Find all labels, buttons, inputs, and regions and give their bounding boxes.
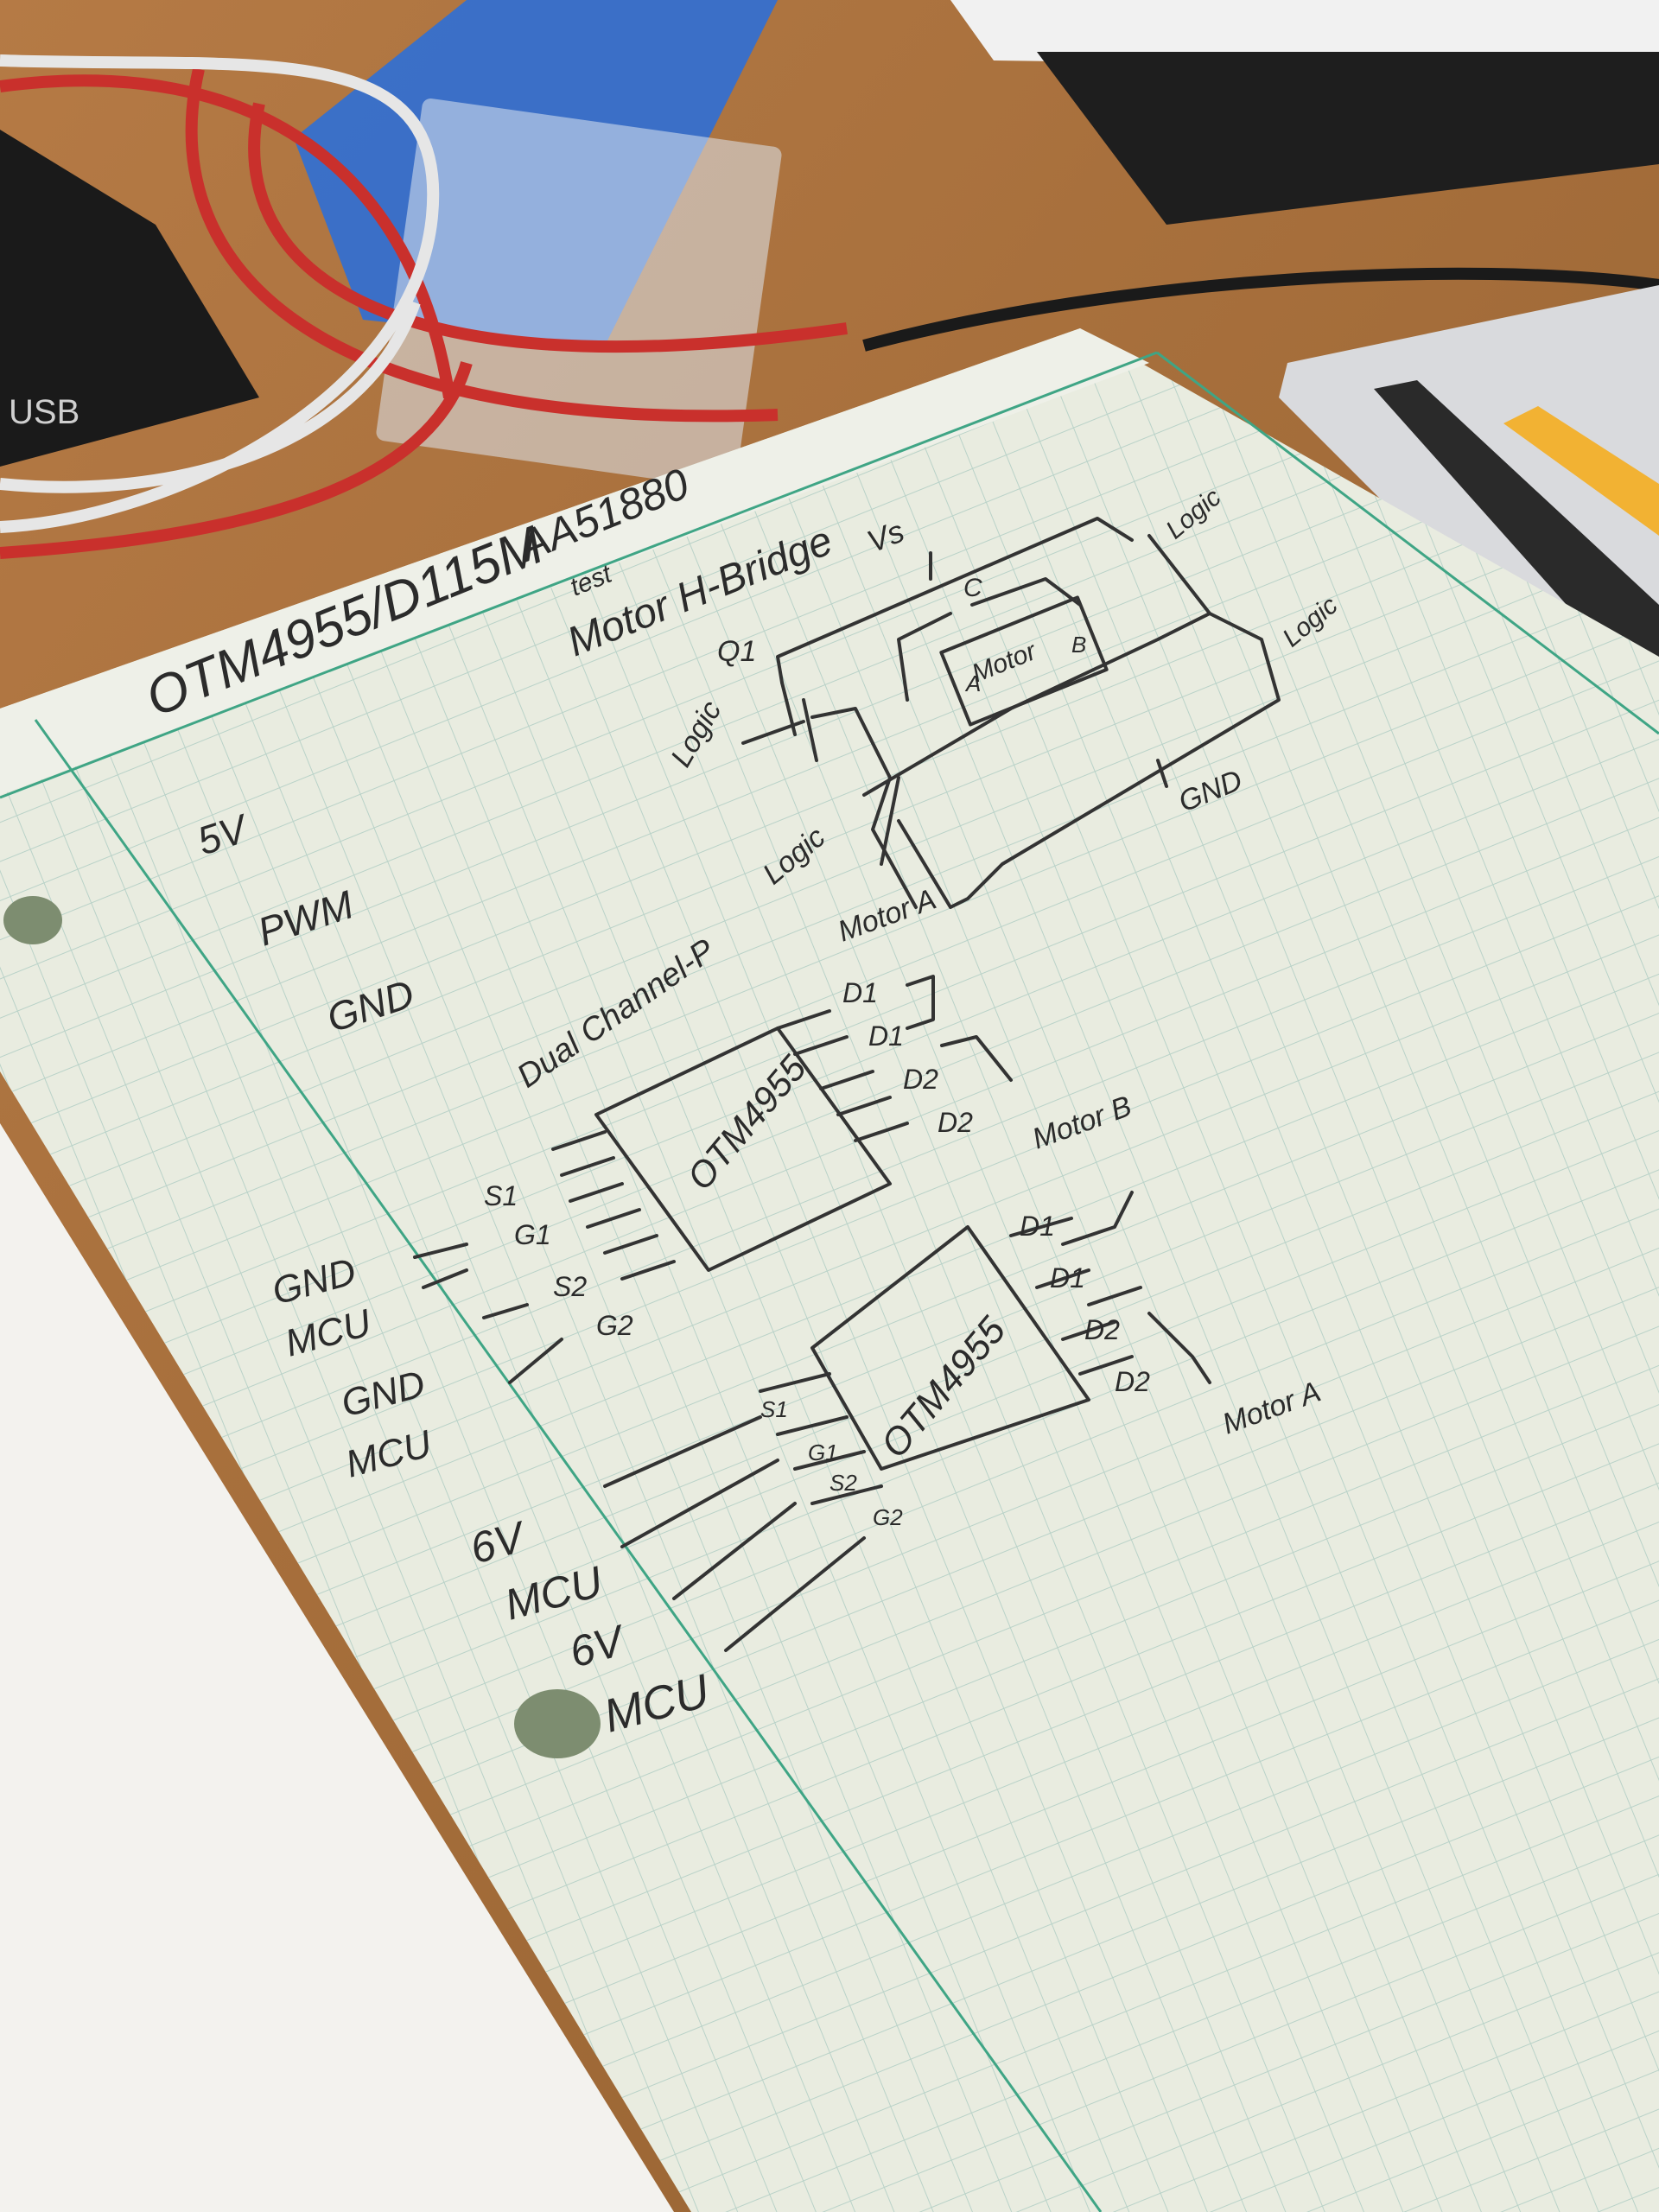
chip1-outline <box>413 975 1013 1384</box>
header-line <box>0 351 1158 799</box>
chip1-pin-d1: D1 <box>868 1020 904 1052</box>
usb-label: USB <box>9 393 79 431</box>
chip2-pin-g1: G1 <box>808 1440 838 1465</box>
chip2-pin-d2: D2 <box>1084 1314 1120 1345</box>
chip1-pin-s2: S2 <box>553 1271 587 1302</box>
black-cable <box>862 267 1659 352</box>
pencil <box>1503 406 1659 536</box>
black-box <box>1037 52 1659 225</box>
chip1-pin-d2: D2 <box>938 1107 973 1138</box>
binder-hole <box>3 896 62 944</box>
chip1-pin-d2: D2 <box>903 1064 938 1095</box>
paper-stack-under <box>0 1123 674 2212</box>
chip2-pin-s2: S2 <box>830 1470 857 1496</box>
chip1-pin-g1: G1 <box>514 1219 551 1250</box>
grid-lines <box>0 328 1659 2212</box>
binder-hole <box>514 1689 601 1758</box>
motor-terminal-b: B <box>1071 632 1086 658</box>
chip1-pin-g2: G2 <box>596 1310 633 1341</box>
usb-hub <box>0 130 259 467</box>
paper-header-strip <box>0 328 1149 795</box>
chip2-pin-d1: D1 <box>1020 1211 1055 1242</box>
margin-line <box>34 719 1103 2212</box>
white-cable <box>0 54 440 533</box>
chip1-pin-s1: S1 <box>484 1180 518 1211</box>
chip2-outline <box>603 1191 1211 1652</box>
red-cable <box>0 67 848 559</box>
transistor-label: Q1 <box>717 635 756 668</box>
chip2-pin-g2: G2 <box>873 1504 903 1530</box>
chip2-pin-d1: D1 <box>1050 1262 1085 1294</box>
plastic-bag <box>376 99 782 489</box>
chip1-pin-d1: D1 <box>842 977 878 1008</box>
right-margin-line <box>1156 351 1659 735</box>
h-bridge-wiring <box>741 517 1281 909</box>
chip2-pin-s1: S1 <box>760 1396 788 1422</box>
chip2-pin-d2: D2 <box>1115 1366 1150 1397</box>
motor-terminal-a: A <box>964 671 981 696</box>
capacitor-label: C <box>963 574 982 602</box>
